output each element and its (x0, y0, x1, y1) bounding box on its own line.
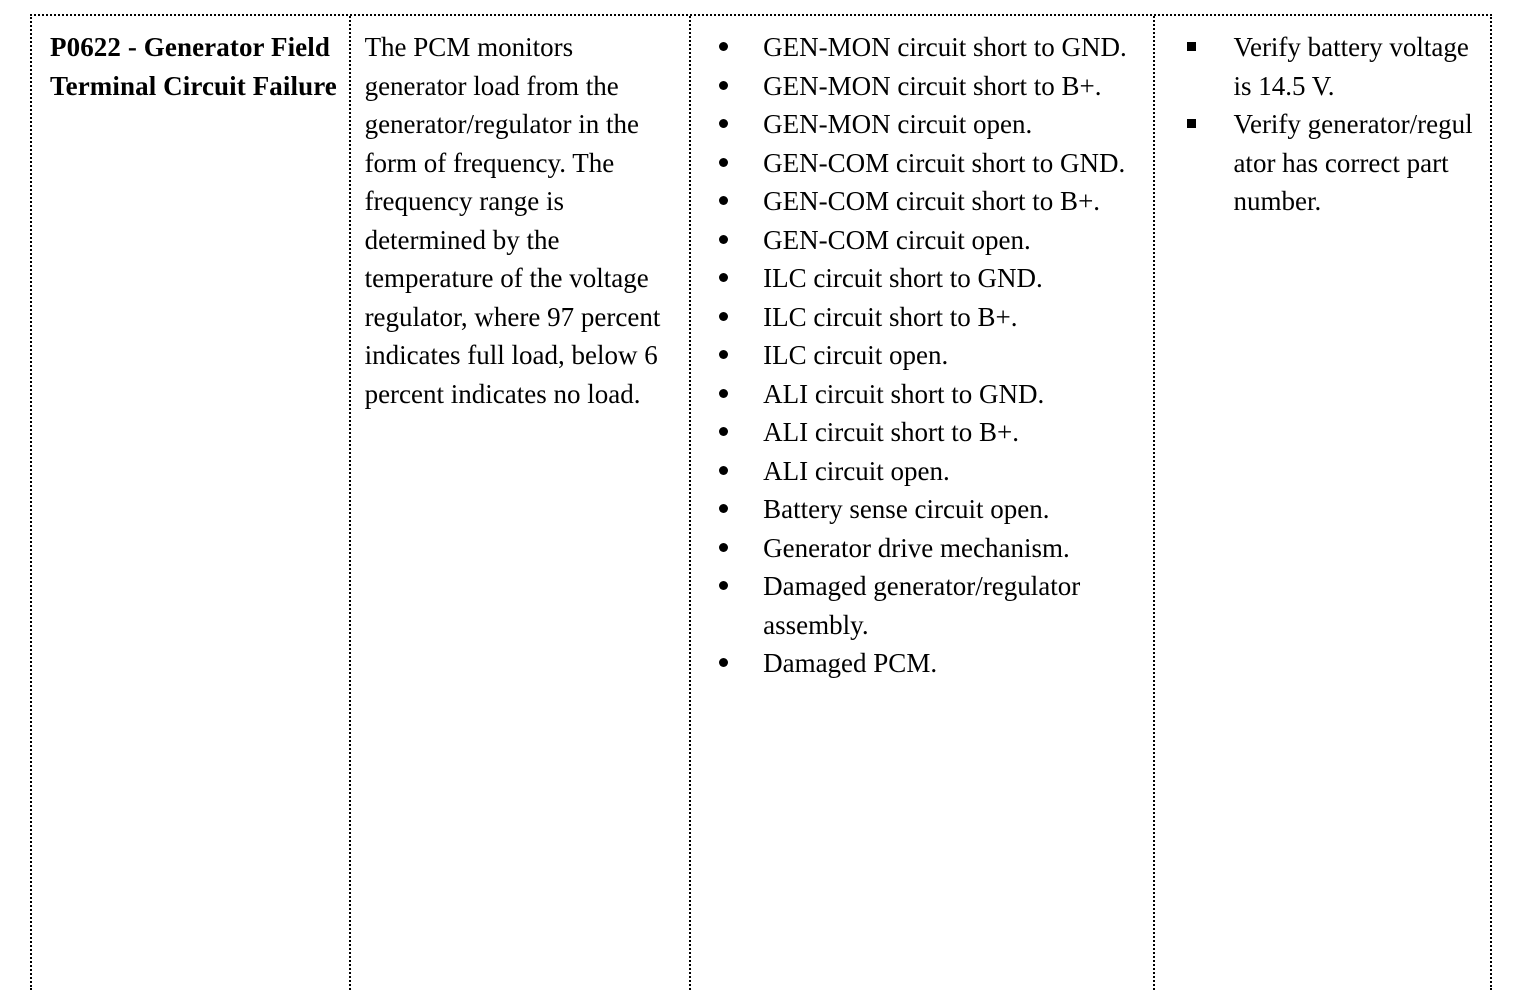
round-bullet-icon (719, 105, 728, 144)
diagnostic-aids-list: Verify battery voltage is 14.5 V. Verify… (1165, 28, 1482, 221)
round-bullet-icon (719, 375, 728, 414)
list-item: GEN-MON circuit short to GND. (701, 28, 1145, 67)
list-item-label: Battery sense circuit open. (763, 494, 1050, 524)
list-item-label: ILC circuit short to B+. (763, 301, 1018, 332)
list-item: ALI circuit short to GND. (701, 375, 1145, 414)
dtc-code-title: P0622 - Generator Field Terminal Circuit… (50, 32, 337, 101)
list-item: GEN-MON circuit short to B+. (701, 67, 1145, 106)
table-cell-description: The PCM monitors generator load from the… (348, 16, 690, 990)
round-bullet-icon (719, 490, 728, 529)
list-item: Verify battery voltage is 14.5 V. (1165, 28, 1482, 105)
list-item-label: GEN-COM circuit open. (763, 224, 1031, 255)
list-item-label: Damaged PCM. (763, 648, 938, 678)
list-item-label: GEN-COM circuit short to B+. (763, 186, 1101, 216)
list-item-label: ALI circuit short to GND. (763, 378, 1045, 409)
round-bullet-icon (719, 259, 728, 298)
round-bullet-icon (719, 144, 728, 183)
list-item: GEN-COM circuit short to B+. (701, 182, 1145, 221)
round-bullet-icon (719, 28, 728, 67)
round-bullet-icon (719, 298, 728, 337)
list-item-label: Verify generator/regul ator has correct … (1233, 109, 1473, 216)
possible-causes-list: GEN-MON circuit short to GND. GEN-MON ci… (701, 28, 1145, 683)
list-item-label: ALI circuit open. (763, 455, 950, 486)
round-bullet-icon (719, 529, 728, 568)
list-item: ILC circuit open. (701, 336, 1145, 375)
list-item: ALI circuit open. (701, 452, 1145, 491)
list-item: Verify generator/regul ator has correct … (1165, 105, 1482, 221)
list-item-label: Verify battery voltage is 14.5 V. (1233, 32, 1469, 101)
list-item: Damaged generator/regulator assembly. (701, 567, 1145, 644)
round-bullet-icon (719, 336, 728, 375)
list-item-label: GEN-MON circuit short to B+. (763, 70, 1102, 101)
dtc-description-text: The PCM monitors generator load from the… (364, 32, 661, 409)
round-bullet-icon (719, 567, 728, 606)
list-item-label: GEN-COM circuit short to GND. (763, 147, 1126, 178)
list-item: ILC circuit short to GND. (701, 259, 1145, 298)
list-item-label: ILC circuit short to GND. (763, 263, 1043, 293)
round-bullet-icon (719, 221, 728, 260)
table-cell-possible-causes: GEN-MON circuit short to GND. GEN-MON ci… (689, 16, 1153, 990)
list-item-label: GEN-MON circuit open. (763, 109, 1033, 139)
round-bullet-icon (719, 644, 728, 683)
table-cell-diagnostic-aids: Verify battery voltage is 14.5 V. Verify… (1153, 16, 1490, 990)
square-bullet-icon (1187, 28, 1196, 67)
round-bullet-icon (719, 452, 728, 491)
round-bullet-icon (719, 182, 728, 221)
list-item-label: Generator drive mechanism. (763, 532, 1070, 563)
round-bullet-icon (719, 413, 728, 452)
list-item: GEN-COM circuit short to GND. (701, 144, 1145, 183)
dtc-table: P0622 - Generator Field Terminal Circuit… (30, 14, 1492, 990)
table-cell-dtc-code: P0622 - Generator Field Terminal Circuit… (32, 16, 349, 990)
list-item: ALI circuit short to B+. (701, 413, 1145, 452)
round-bullet-icon (719, 67, 728, 106)
list-item-label: ILC circuit open. (763, 340, 949, 370)
list-item: Battery sense circuit open. (701, 490, 1145, 529)
list-item: GEN-MON circuit open. (701, 105, 1145, 144)
list-item-label: Damaged generator/regulator assembly. (763, 571, 1081, 640)
list-item-label: ALI circuit short to B+. (763, 417, 1020, 447)
list-item: GEN-COM circuit open. (701, 221, 1145, 260)
list-item: Generator drive mechanism. (701, 529, 1145, 568)
list-item: ILC circuit short to B+. (701, 298, 1145, 337)
list-item: Damaged PCM. (701, 644, 1145, 683)
list-item-label: GEN-MON circuit short to GND. (763, 32, 1127, 62)
square-bullet-icon (1187, 105, 1196, 144)
